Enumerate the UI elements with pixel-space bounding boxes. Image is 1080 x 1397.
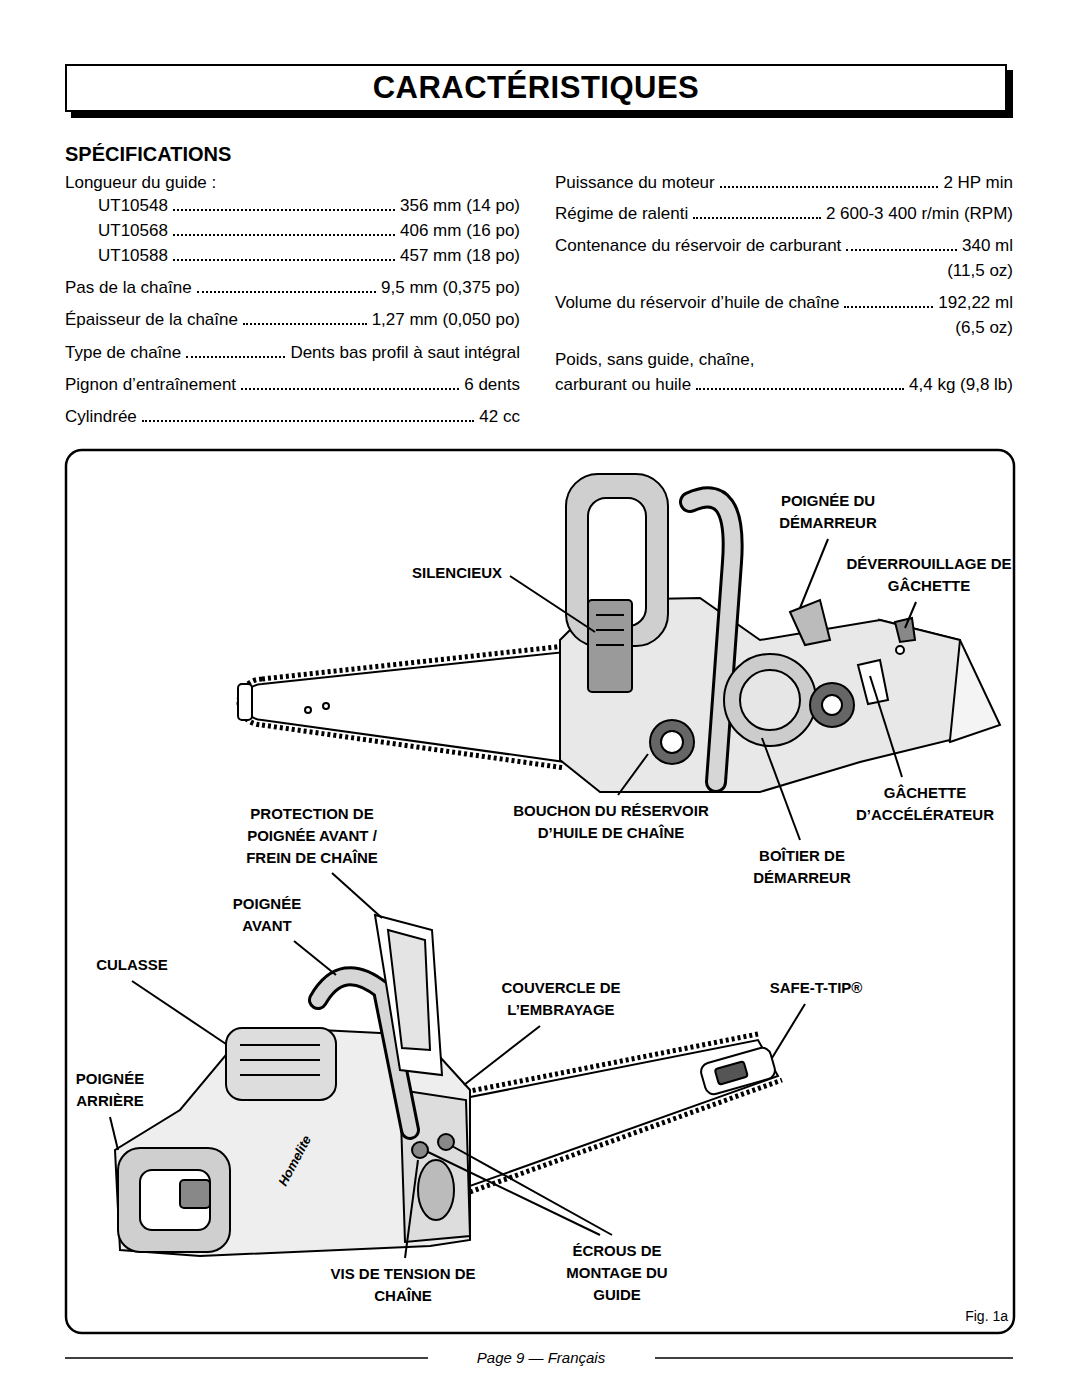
spec-label: Puissance du moteur bbox=[555, 172, 715, 194]
spec-label: UT10548 bbox=[98, 195, 168, 217]
spec-label: UT10588 bbox=[98, 245, 168, 267]
part-label: BOÎTIER DE DÉMARREUR bbox=[732, 845, 872, 889]
spec-value: 2 600-3 400 r/min (RPM) bbox=[826, 203, 1013, 225]
dot-leader bbox=[693, 217, 821, 219]
part-label: COUVERCLE DE L’EMBRAYAGE bbox=[481, 977, 641, 1021]
leader-lines bbox=[110, 539, 916, 1258]
dot-leader bbox=[720, 186, 939, 188]
spec-value: 2 HP min bbox=[943, 172, 1013, 194]
part-label: DÉVERROUILLAGE DE GÂCHETTE bbox=[844, 553, 1014, 597]
part-label: VIS DE TENSION DE CHAÎNE bbox=[308, 1263, 498, 1307]
dot-leader bbox=[241, 388, 459, 390]
dot-leader bbox=[844, 306, 933, 308]
dot-leader bbox=[173, 209, 395, 211]
dot-leader bbox=[173, 234, 395, 236]
spec-value: 1,27 mm (0,050 po) bbox=[372, 309, 520, 331]
spec-label: Pas de la chaîne bbox=[65, 277, 192, 299]
spec-value: 406 mm (16 po) bbox=[400, 220, 520, 242]
dot-leader bbox=[142, 420, 475, 422]
top-chainsaw bbox=[238, 474, 1000, 792]
spec-value: 6 dents bbox=[464, 374, 520, 396]
dot-leader bbox=[173, 259, 395, 261]
dot-leader bbox=[846, 249, 957, 251]
spec-label: carburant ou huile bbox=[555, 374, 691, 396]
page-title: CARACTÉRISTIQUES bbox=[373, 70, 700, 106]
spec-label: UT10568 bbox=[98, 220, 168, 242]
part-label: POIGNÉE DU DÉMARREUR bbox=[763, 490, 893, 534]
part-label: POIGNÉE AVANT bbox=[217, 893, 317, 937]
page-footer: Page 9 — Français bbox=[477, 1347, 605, 1369]
dot-leader bbox=[197, 291, 376, 293]
section-heading: SPÉCIFICATIONS bbox=[65, 143, 231, 165]
spec-label: Poids, sans guide, chaîne, bbox=[555, 349, 754, 371]
figure-number: Fig. 1a bbox=[965, 1305, 1008, 1327]
dot-leader bbox=[696, 388, 904, 390]
dot-leader bbox=[186, 356, 285, 358]
spec-label: Régime de ralenti bbox=[555, 203, 688, 225]
footer-rule bbox=[65, 1357, 428, 1359]
part-label: PROTECTION DE POIGNÉE AVANT / FREIN DE C… bbox=[225, 803, 400, 869]
spec-value: 192,22 ml bbox=[938, 292, 1013, 314]
spec-value: (11,5 oz) bbox=[947, 260, 1013, 282]
figure-frame bbox=[66, 450, 1014, 1333]
spec-value: 457 mm (18 po) bbox=[400, 245, 520, 267]
dot-leader bbox=[243, 323, 367, 325]
spec-label: Longueur du guide : bbox=[65, 172, 216, 194]
part-label: SILENCIEUX bbox=[357, 562, 557, 584]
spec-label: Type de chaîne bbox=[65, 342, 181, 364]
spec-value: 42 cc bbox=[479, 406, 520, 428]
spec-label: Volume du réservoir d’huile de chaîne bbox=[555, 292, 839, 314]
spec-value: 9,5 mm (0,375 po) bbox=[381, 277, 520, 299]
part-label: ÉCROUS DE MONTAGE DU GUIDE bbox=[552, 1240, 682, 1306]
spec-value: 4,4 kg (9,8 lb) bbox=[909, 374, 1013, 396]
part-label: BOUCHON DU RÉSERVOIR D’HUILE DE CHAÎNE bbox=[496, 800, 726, 844]
part-label: SAFE-T-TIP® bbox=[746, 977, 886, 999]
spec-label: Contenance du réservoir de carburant bbox=[555, 235, 841, 257]
spec-label: Épaisseur de la chaîne bbox=[65, 309, 238, 331]
spec-value: 356 mm (14 po) bbox=[400, 195, 520, 217]
part-label: POIGNÉE ARRIÈRE bbox=[60, 1068, 160, 1112]
part-label: CULASSE bbox=[72, 954, 192, 976]
bottom-chainsaw bbox=[115, 915, 782, 1256]
spec-label: Cylindrée bbox=[65, 406, 137, 428]
part-label: GÂCHETTE D’ACCÉLÉRATEUR bbox=[840, 782, 1010, 826]
spec-label: Pignon d’entraînement bbox=[65, 374, 236, 396]
spec-value: Dents bas profil à saut intégral bbox=[290, 342, 520, 364]
brand-logo: Homelite bbox=[272, 1132, 317, 1191]
footer-rule bbox=[655, 1357, 1013, 1359]
spec-value: (6,5 oz) bbox=[955, 317, 1013, 339]
spec-value: 340 ml bbox=[962, 235, 1013, 257]
title-banner: CARACTÉRISTIQUES bbox=[65, 64, 1007, 112]
